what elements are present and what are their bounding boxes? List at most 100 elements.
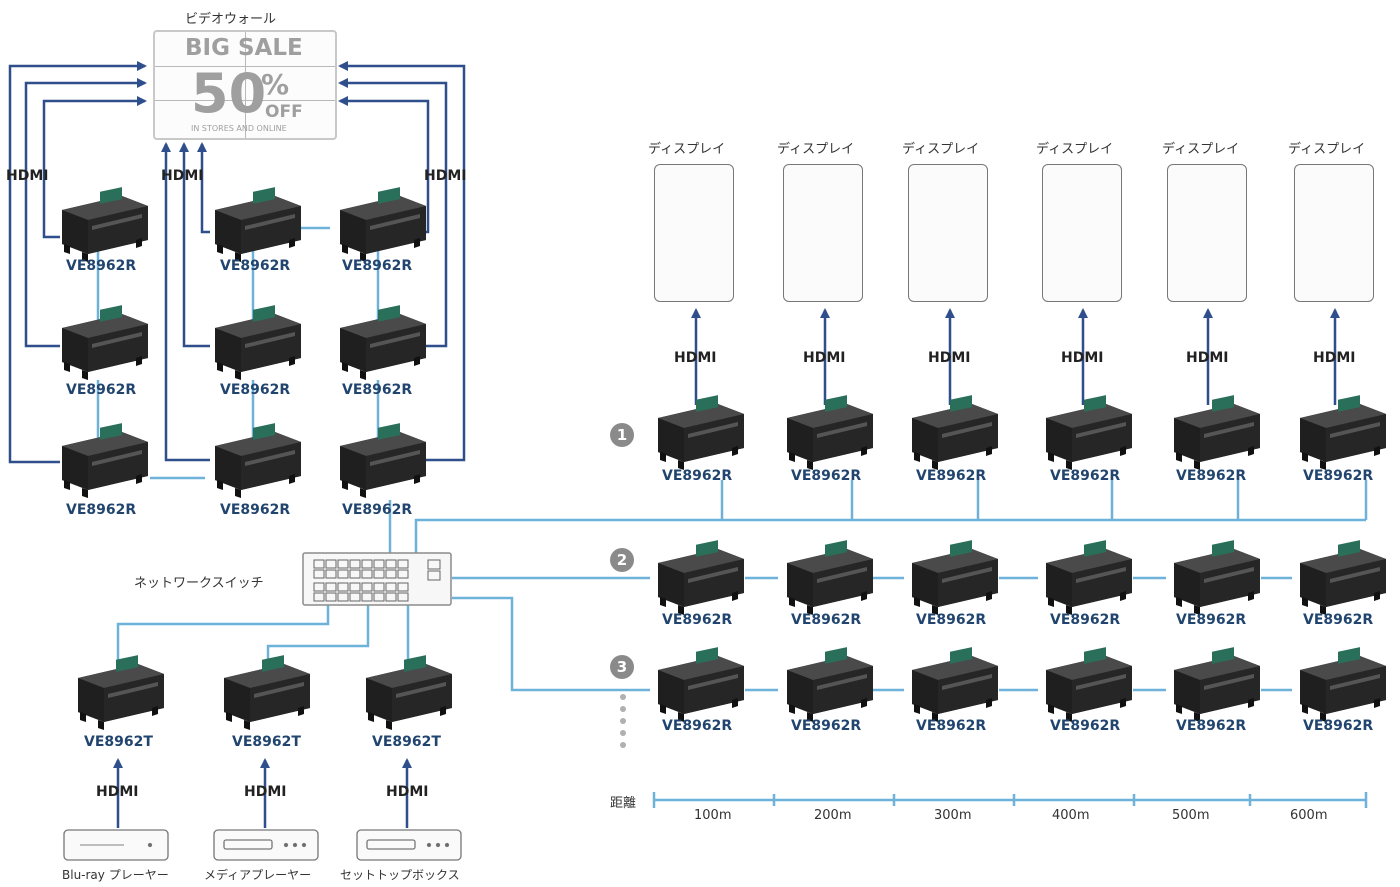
distance-tick-label: 600m <box>1290 808 1328 823</box>
hdmi-label: HDMI <box>1313 350 1356 366</box>
network-switch-label: ネットワークスイッチ <box>134 576 264 591</box>
row-badge-1: 1 <box>610 423 634 447</box>
receiver-device-icon <box>1174 540 1260 615</box>
media-player-icon <box>213 829 319 861</box>
hdmi-label: HDMI <box>1061 350 1104 366</box>
receiver-model-label: VE8962R <box>1176 468 1247 484</box>
receiver-model-label: VE8962R <box>791 612 862 628</box>
hdmi-label: HDMI <box>1186 350 1229 366</box>
receiver-device-icon <box>658 647 744 722</box>
distance-tick-label: 400m <box>1052 808 1090 823</box>
receiver-model-label: VE8962R <box>220 502 291 518</box>
hdmi-label: HDMI <box>928 350 971 366</box>
row-badge-3: 3 <box>610 655 634 679</box>
receiver-device-icon <box>215 423 301 498</box>
row-badge-2: 2 <box>610 548 634 572</box>
display-screen <box>1294 164 1374 302</box>
hdmi-label: HDMI <box>803 350 846 366</box>
hdmi-label: HDMI <box>161 168 204 184</box>
more-rows-indicator <box>620 694 626 748</box>
receiver-model-label: VE8962R <box>66 258 137 274</box>
distance-tick-label: 300m <box>934 808 972 823</box>
network-switch-icon <box>302 552 452 606</box>
receiver-device-icon <box>340 187 426 262</box>
receiver-device-icon <box>658 540 744 615</box>
receiver-model-label: VE8962R <box>342 502 413 518</box>
receiver-model-label: VE8962R <box>66 382 137 398</box>
receiver-model-label: VE8962R <box>1303 612 1374 628</box>
receiver-device-icon <box>1300 540 1386 615</box>
receiver-device-icon <box>215 187 301 262</box>
receiver-model-label: VE8962R <box>342 258 413 274</box>
display-content-icons <box>670 217 1358 246</box>
distance-tick-label: 500m <box>1172 808 1210 823</box>
transmitter-device-icon <box>366 655 452 730</box>
receiver-device-icon <box>1300 647 1386 722</box>
display-screen <box>783 164 863 302</box>
distance-scale <box>652 792 1368 808</box>
hdmi-cabling <box>8 61 1340 828</box>
sale-number: 50 <box>191 62 267 125</box>
distance-tick-label: 100m <box>694 808 732 823</box>
source-label-media-player: メディアプレーヤー <box>204 868 312 882</box>
display-label: ディスプレイ <box>648 142 726 157</box>
sale-off: OFF <box>265 102 303 122</box>
receiver-model-label: VE8962R <box>791 468 862 484</box>
sale-subline: IN STORES AND ONLINE <box>191 124 287 133</box>
receiver-model-label: VE8962R <box>1050 718 1121 734</box>
receiver-model-label: VE8962R <box>342 382 413 398</box>
distance-label: 距離 <box>610 796 637 811</box>
receiver-model-label: VE8962R <box>66 502 137 518</box>
sale-headline: BIG SALE <box>185 35 303 61</box>
transmitter-device-icon <box>224 655 310 730</box>
distance-tick-label: 200m <box>814 808 852 823</box>
hdmi-label: HDMI <box>96 784 139 800</box>
video-wall-title: ビデオウォール <box>185 12 277 27</box>
receiver-device-icon <box>787 395 873 470</box>
receiver-device-icon <box>1300 395 1386 470</box>
receiver-model-label: VE8962R <box>220 258 291 274</box>
hdmi-label: HDMI <box>244 784 287 800</box>
receiver-device-icon <box>912 540 998 615</box>
receiver-device-icon <box>1046 647 1132 722</box>
receiver-model-label: VE8962R <box>1176 718 1247 734</box>
receiver-model-label: VE8962R <box>1303 718 1374 734</box>
receiver-model-label: VE8962R <box>916 612 987 628</box>
receiver-model-label: VE8962R <box>1050 468 1121 484</box>
receiver-model-label: VE8962R <box>1303 468 1374 484</box>
display-label: ディスプレイ <box>1036 142 1114 157</box>
video-wall-screen: BIG SALE 50 % OFF IN STORES AND ONLINE <box>153 30 337 140</box>
hdmi-label: HDMI <box>386 784 429 800</box>
source-label-bluray: Blu-ray プレーヤー <box>62 868 169 882</box>
receiver-model-label: VE8962R <box>1176 612 1247 628</box>
receiver-device-icon <box>787 540 873 615</box>
receiver-device-icon <box>1174 395 1260 470</box>
bluray-player-icon <box>63 829 169 861</box>
display-screen <box>1042 164 1122 302</box>
display-screen <box>1167 164 1247 302</box>
receiver-model-label: VE8962R <box>662 612 733 628</box>
receiver-model-label: VE8962R <box>916 718 987 734</box>
transmitter-model-label: VE8962T <box>372 734 441 750</box>
receiver-device-icon <box>340 423 426 498</box>
hdmi-label: HDMI <box>674 350 717 366</box>
receiver-device-icon <box>912 395 998 470</box>
display-label: ディスプレイ <box>777 142 855 157</box>
source-label-set-top-box: セットトップボックス <box>340 868 460 882</box>
receiver-model-label: VE8962R <box>662 468 733 484</box>
receiver-device-icon <box>1046 540 1132 615</box>
transmitter-model-label: VE8962T <box>232 734 301 750</box>
receiver-device-icon <box>340 305 426 380</box>
receiver-device-icon <box>787 647 873 722</box>
display-screen <box>908 164 988 302</box>
display-screen <box>654 164 734 302</box>
transmitter-model-label: VE8962T <box>84 734 153 750</box>
receiver-device-icon <box>215 305 301 380</box>
hdmi-label: HDMI <box>6 168 49 184</box>
network-cabling <box>96 226 1368 692</box>
receiver-model-label: VE8962R <box>916 468 987 484</box>
set-top-box-icon <box>356 829 462 861</box>
display-label: ディスプレイ <box>1288 142 1366 157</box>
receiver-model-label: VE8962R <box>1050 612 1121 628</box>
